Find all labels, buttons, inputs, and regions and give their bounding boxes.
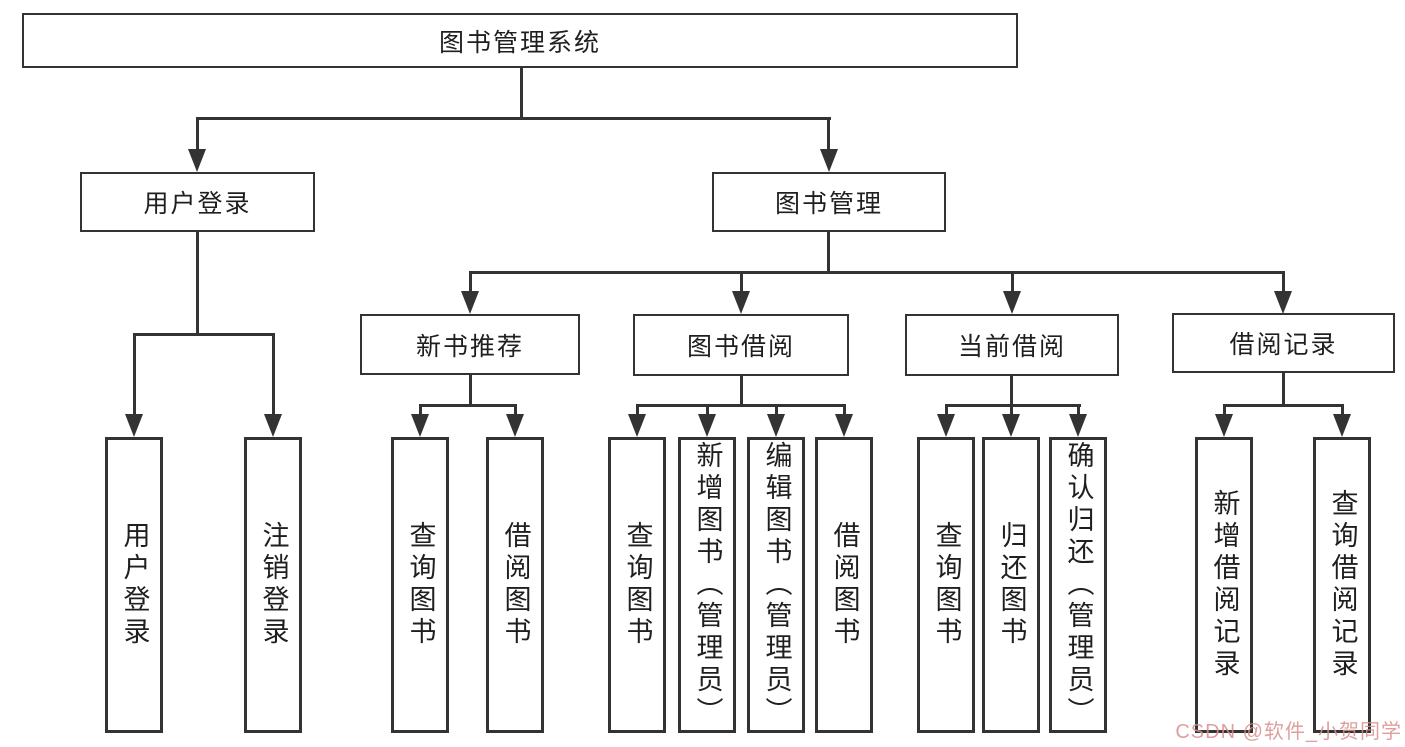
leaf-confirm-return-admin: 确认归还（管理员）	[1049, 437, 1107, 733]
arrow-down-icon	[461, 291, 479, 314]
arrow-down-icon	[937, 414, 955, 437]
connector-line	[469, 375, 472, 407]
connector-line	[133, 333, 136, 416]
node-label: 用户登录	[119, 521, 150, 649]
connector-line	[1282, 271, 1285, 293]
node-book-borrow: 图书借阅	[633, 314, 849, 376]
connector-line	[827, 117, 830, 152]
node-book-management: 图书管理	[712, 172, 946, 232]
arrow-down-icon	[125, 414, 143, 437]
leaf-user-login: 用户登录	[105, 437, 163, 733]
connector-line	[514, 404, 517, 417]
arrow-down-icon	[835, 414, 853, 437]
connector-line	[419, 404, 517, 407]
connector-line	[1011, 271, 1014, 293]
node-label: 图书管理	[774, 190, 883, 218]
arrow-down-icon	[1003, 291, 1021, 314]
node-label: 新书推荐	[415, 332, 524, 361]
leaf-return-book: 归还图书	[982, 437, 1040, 733]
connector-line	[469, 271, 472, 293]
node-label: 确认归还（管理员）	[1063, 441, 1094, 729]
connector-line	[419, 404, 422, 417]
connector-line	[1223, 404, 1344, 407]
node-label: 查询借阅记录	[1327, 489, 1358, 681]
arrow-down-icon	[1069, 414, 1087, 437]
leaf-query-books-1: 查询图书	[391, 437, 449, 733]
node-root-library-system: 图书管理系统	[22, 13, 1018, 68]
arrow-down-icon	[1002, 414, 1020, 437]
node-label: 图书借阅	[686, 333, 795, 361]
node-label: 查询图书	[405, 521, 436, 649]
connector-line	[196, 117, 199, 152]
arrow-down-icon	[628, 414, 646, 437]
connector-line	[827, 232, 830, 273]
connector-line	[1010, 404, 1013, 417]
connector-line	[843, 404, 846, 417]
node-label: 查询图书	[622, 521, 653, 649]
arrow-down-icon	[1274, 291, 1292, 314]
arrow-down-icon	[820, 149, 838, 172]
connector-line	[469, 271, 1285, 274]
connector-line	[945, 404, 1081, 407]
connector-line	[1223, 404, 1226, 417]
node-label: 归还图书	[996, 521, 1027, 649]
node-current-borrow: 当前借阅	[905, 314, 1119, 376]
connector-line	[196, 232, 199, 335]
arrow-down-icon	[698, 414, 716, 437]
node-label: 新增图书（管理员）	[692, 441, 723, 729]
leaf-add-book-admin: 新增图书（管理员）	[678, 437, 736, 733]
connector-line	[272, 333, 275, 416]
connector-line	[1341, 404, 1344, 417]
node-user-login: 用户登录	[80, 172, 315, 232]
connector-line	[1282, 373, 1285, 407]
connector-line	[740, 376, 743, 407]
node-label: 编辑图书（管理员）	[761, 441, 792, 729]
leaf-query-borrow-record: 查询借阅记录	[1313, 437, 1371, 733]
connector-line	[520, 68, 523, 118]
connector-line	[740, 271, 743, 293]
arrow-down-icon	[411, 414, 429, 437]
connector-line	[1010, 376, 1013, 407]
leaf-logout: 注销登录	[244, 437, 302, 733]
node-label: 查询图书	[931, 521, 962, 649]
leaf-query-books-2: 查询图书	[608, 437, 666, 733]
watermark: CSDN @软件_小贺同学	[1175, 721, 1402, 743]
leaf-borrow-books-1: 借阅图书	[486, 437, 544, 733]
node-new-book-recommend: 新书推荐	[360, 314, 580, 375]
connector-line	[775, 404, 778, 417]
node-label: 注销登录	[258, 521, 289, 649]
connector-line	[636, 404, 846, 407]
node-label: 用户登录	[143, 190, 252, 218]
node-label: 借阅图书	[500, 521, 531, 649]
leaf-edit-book-admin: 编辑图书（管理员）	[747, 437, 805, 733]
arrow-down-icon	[767, 414, 785, 437]
node-borrow-records: 借阅记录	[1172, 313, 1395, 373]
arrow-down-icon	[1215, 414, 1233, 437]
connector-line	[1077, 404, 1080, 417]
arrow-down-icon	[732, 291, 750, 314]
node-label: 新增借阅记录	[1209, 489, 1240, 681]
connector-line	[133, 333, 275, 336]
node-label: 图书管理系统	[438, 28, 601, 57]
arrow-down-icon	[1333, 414, 1351, 437]
leaf-borrow-books-2: 借阅图书	[815, 437, 873, 733]
arrow-down-icon	[264, 414, 282, 437]
connector-line	[706, 404, 709, 417]
connector-line	[945, 404, 948, 417]
connector-line	[196, 117, 831, 120]
arrow-down-icon	[506, 414, 524, 437]
leaf-query-books-3: 查询图书	[917, 437, 975, 733]
leaf-add-borrow-record: 新增借阅记录	[1195, 437, 1253, 733]
node-label: 当前借阅	[957, 333, 1066, 361]
connector-line	[636, 404, 639, 417]
node-label: 借阅图书	[829, 521, 860, 649]
node-label: 借阅记录	[1229, 331, 1338, 359]
arrow-down-icon	[188, 149, 206, 172]
